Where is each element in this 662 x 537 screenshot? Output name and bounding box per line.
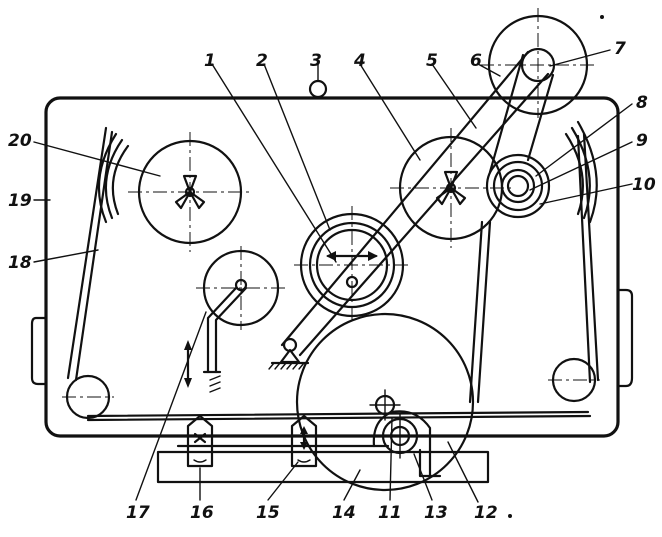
tape-right-run-2 — [576, 134, 592, 384]
callout-19: 19 — [8, 191, 32, 211]
tape-bottom-run-2 — [86, 414, 592, 422]
lever-rod-lower — [298, 72, 550, 357]
callout-18: 18 — [8, 253, 32, 273]
period-mark — [508, 514, 512, 518]
callout-1: 1 — [204, 51, 216, 71]
belt-right-run — [526, 73, 555, 162]
callout-15: 15 — [256, 503, 280, 523]
right-bottom-roller — [548, 357, 600, 403]
flywheel — [485, 153, 551, 219]
tape-right-run — [582, 132, 600, 382]
guide-wheel — [184, 246, 286, 393]
top-knob — [308, 79, 328, 99]
tape-bottom-run — [86, 410, 590, 418]
left-bottom-roller — [62, 374, 114, 420]
callout-11: 11 — [378, 503, 402, 523]
right-side-bracket — [616, 288, 634, 388]
belt-left-run — [488, 53, 525, 174]
fixed-block — [186, 414, 214, 468]
callout-2: 2 — [256, 51, 268, 71]
callout-labels: 1 2 3 4 5 6 7 8 9 10 11 12 13 14 15 16 1… — [8, 39, 656, 523]
large-drum — [295, 312, 475, 492]
callout-16: 16 — [190, 503, 214, 523]
callout-4: 4 — [353, 51, 366, 71]
callout-17: 17 — [126, 503, 150, 523]
takeup-reel — [390, 128, 514, 248]
leader-lines — [33, 49, 633, 503]
dot-mark — [600, 15, 604, 19]
callout-8: 8 — [636, 93, 648, 113]
callout-9: 9 — [636, 131, 648, 151]
callout-14: 14 — [332, 503, 356, 523]
bottom-rail — [156, 450, 490, 484]
callout-12: 12 — [474, 503, 498, 523]
callout-3: 3 — [310, 51, 322, 71]
rod-pivot-support — [268, 337, 310, 370]
left-side-bracket — [30, 316, 48, 386]
tape-left-run — [66, 126, 108, 380]
callout-20: 20 — [8, 131, 32, 151]
drive-pulley — [480, 8, 596, 118]
callout-13: 13 — [424, 503, 448, 523]
capstan-roller — [369, 389, 442, 478]
supply-reel — [128, 132, 252, 252]
sliding-block — [290, 414, 318, 468]
callout-10: 10 — [632, 175, 656, 195]
callout-6: 6 — [470, 51, 482, 71]
callout-7: 7 — [614, 39, 626, 59]
tape-center-run-2 — [476, 220, 492, 404]
tension-wheel — [294, 206, 412, 322]
callout-5: 5 — [426, 51, 438, 71]
tape-left-run-2 — [74, 130, 114, 382]
tape-center-run — [468, 220, 484, 404]
